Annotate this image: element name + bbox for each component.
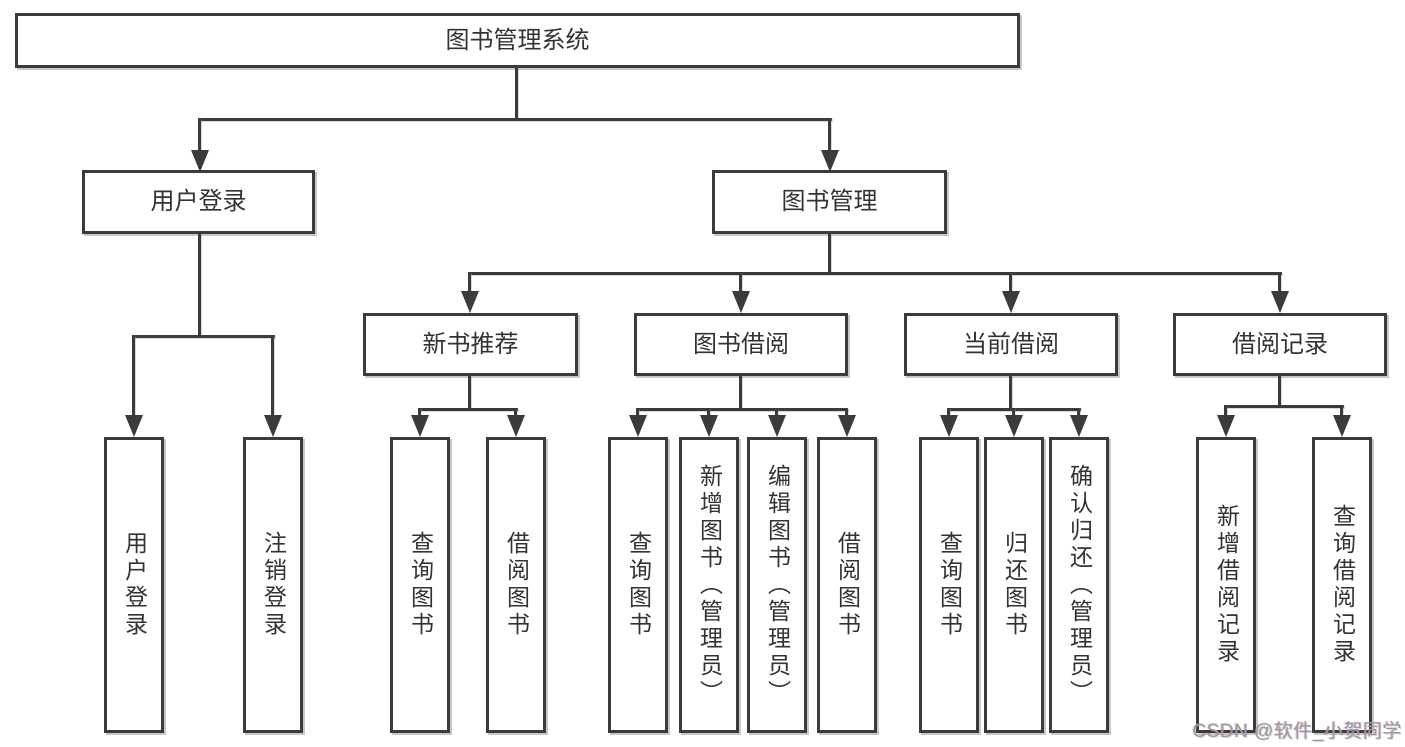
- node-label: 查询图书: [936, 531, 963, 639]
- arrow-down-icon: [732, 291, 750, 313]
- arrow-down-icon: [1005, 415, 1023, 437]
- arrow-down-icon: [264, 415, 282, 437]
- node-label: 查询图书: [625, 531, 652, 639]
- connector-drop-leaf: [418, 408, 421, 418]
- connector-drop-new-book: [468, 272, 471, 294]
- connector-current-stem: [1009, 376, 1012, 410]
- connector-drop-leaf: [1012, 408, 1015, 418]
- connector-management-bar: [468, 272, 1282, 275]
- node-label: 编辑图书（管理员）: [764, 463, 791, 707]
- connector-drop-leaf: [775, 408, 778, 418]
- connector-login-stem: [198, 234, 201, 337]
- arrow-down-icon: [1333, 415, 1351, 437]
- connector-newbook-stem: [468, 376, 471, 410]
- connector-drop-leaf: [947, 408, 950, 418]
- connector-borrow-stem: [739, 376, 742, 410]
- node-label: 图书借阅: [693, 330, 789, 358]
- leaf-query-books-borrow: 查询图书: [608, 437, 668, 733]
- arrow-down-icon: [838, 415, 856, 437]
- arrow-down-icon: [629, 415, 647, 437]
- leaf-query-borrow-record: 查询借阅记录: [1312, 437, 1372, 733]
- node-label: 注销登录: [260, 531, 287, 639]
- node-book-management: 图书管理: [712, 170, 947, 234]
- csdn-watermark: CSDN @软件_小贺同学: [1192, 721, 1402, 742]
- connector-drop-borrow-records: [1278, 272, 1281, 294]
- connector-drop-book-borrow: [739, 272, 742, 294]
- node-label: 查询图书: [407, 531, 434, 639]
- connector-drop-logout-leaf: [271, 335, 274, 417]
- connector-records-bar: [1224, 405, 1344, 408]
- node-new-book-recommend: 新书推荐: [363, 313, 578, 376]
- connector-login-bar: [132, 335, 275, 338]
- leaf-borrow-books-recommend: 借阅图书: [486, 437, 546, 733]
- node-label: 确认归还（管理员）: [1066, 463, 1093, 707]
- node-library-management-system: 图书管理系统: [15, 13, 1020, 68]
- node-label: 当前借阅: [963, 330, 1059, 358]
- node-current-borrow: 当前借阅: [904, 313, 1118, 376]
- arrow-down-icon: [507, 415, 525, 437]
- connector-management-stem: [828, 234, 831, 274]
- connector-drop-leaf: [636, 408, 639, 418]
- arrow-down-icon: [461, 291, 479, 313]
- leaf-query-books-recommend: 查询图书: [390, 437, 450, 733]
- leaf-add-borrow-record: 新增借阅记录: [1196, 437, 1256, 733]
- connector-drop-leaf: [707, 408, 710, 418]
- arrow-down-icon: [411, 415, 429, 437]
- node-label: 借阅记录: [1232, 330, 1328, 358]
- node-label: 新增图书（管理员）: [696, 463, 723, 707]
- connector-drop-book-management: [828, 118, 831, 152]
- arrow-down-icon: [125, 415, 143, 437]
- node-label: 用户登录: [150, 188, 247, 215]
- connector-root-stem: [515, 68, 518, 120]
- connector-root-bar: [198, 118, 832, 121]
- node-user-login: 用户登录: [82, 170, 315, 234]
- leaf-return-books: 归还图书: [984, 437, 1044, 733]
- connector-drop-leaf: [845, 408, 848, 418]
- connector-drop-leaf: [514, 408, 517, 418]
- connector-drop-leaf: [1340, 405, 1343, 417]
- node-label: 归还图书: [1001, 531, 1028, 639]
- node-label: 新书推荐: [422, 330, 519, 358]
- connector-drop-leaf: [1077, 408, 1080, 418]
- arrow-down-icon: [1070, 415, 1088, 437]
- connector-borrow-bar: [636, 408, 848, 411]
- arrow-down-icon: [1002, 291, 1020, 313]
- leaf-user-login: 用户登录: [104, 437, 164, 733]
- node-label: 图书管理: [781, 188, 878, 215]
- arrow-down-icon: [1271, 291, 1289, 313]
- arrow-down-icon: [700, 415, 718, 437]
- leaf-borrow-books: 借阅图书: [817, 437, 877, 733]
- arrow-down-icon: [191, 150, 209, 172]
- node-label: 借阅图书: [834, 531, 861, 639]
- node-label: 新增借阅记录: [1213, 504, 1240, 666]
- node-label: 借阅图书: [503, 531, 530, 639]
- node-label: 用户登录: [121, 531, 148, 639]
- connector-drop-user-login-leaf: [132, 335, 135, 417]
- connector-records-stem: [1278, 376, 1281, 407]
- arrow-down-icon: [940, 415, 958, 437]
- node-label: 图书管理系统: [445, 26, 590, 54]
- arrow-down-icon: [768, 415, 786, 437]
- connector-drop-leaf: [1224, 405, 1227, 417]
- connector-drop-current-borrow: [1009, 272, 1012, 294]
- node-borrow-records: 借阅记录: [1173, 313, 1387, 376]
- arrow-down-icon: [821, 150, 839, 172]
- connector-drop-user-login: [198, 118, 201, 152]
- leaf-edit-books-admin: 编辑图书（管理员）: [747, 437, 807, 733]
- node-book-borrow: 图书借阅: [634, 313, 848, 376]
- leaf-add-books-admin: 新增图书（管理员）: [679, 437, 739, 733]
- leaf-logout: 注销登录: [243, 437, 303, 733]
- arrow-down-icon: [1217, 415, 1235, 437]
- connector-newbook-bar: [418, 408, 518, 411]
- leaf-confirm-return-admin: 确认归还（管理员）: [1049, 437, 1109, 733]
- leaf-query-books-current: 查询图书: [919, 437, 979, 733]
- node-label: 查询借阅记录: [1329, 504, 1356, 666]
